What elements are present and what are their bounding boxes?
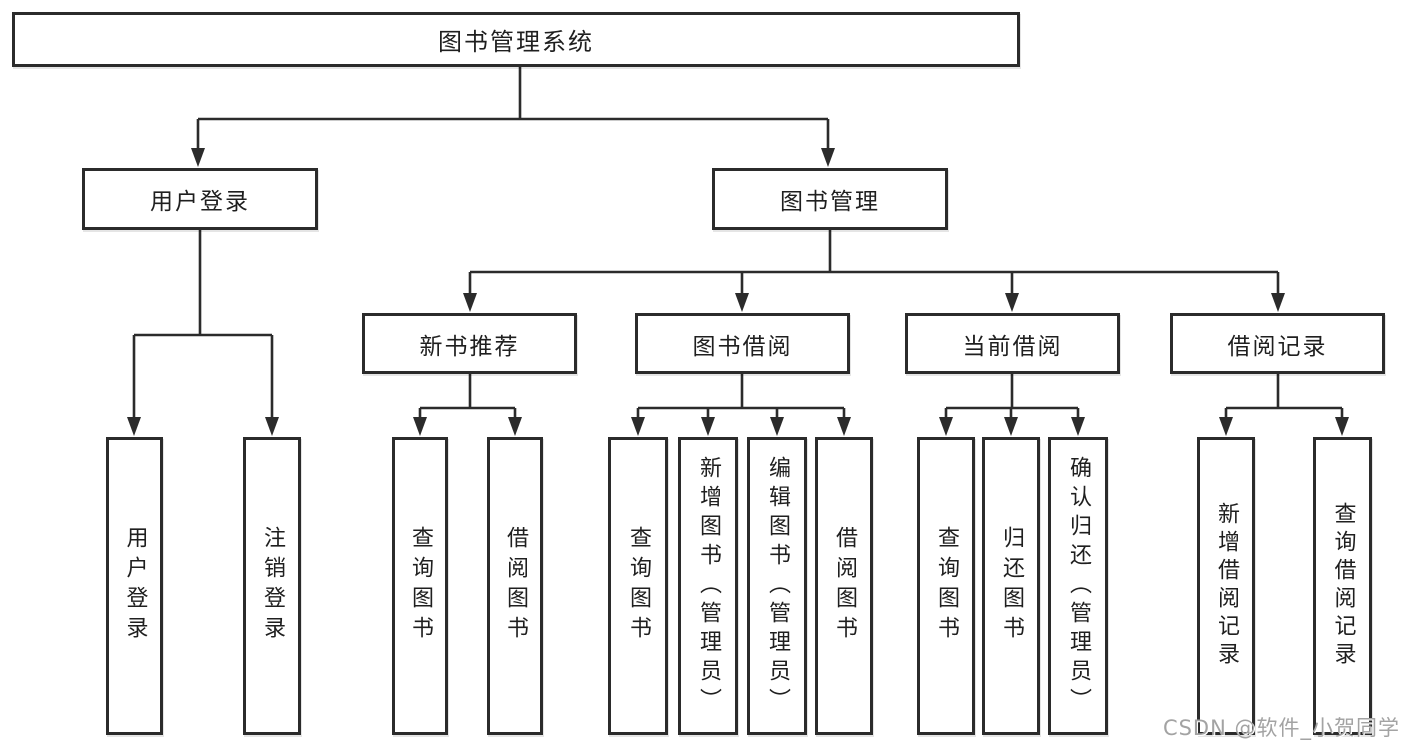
node-label: 编辑图书（管理员）	[765, 455, 790, 717]
node-label: 新书推荐	[419, 333, 520, 360]
node-book-borrow: 图书借阅	[635, 313, 850, 374]
node-label: 查询图书	[408, 526, 433, 646]
leaf-records-add-record: 新增借阅记录	[1197, 437, 1255, 735]
node-label: 图书借阅	[692, 333, 793, 360]
node-label: 图书管理系统	[438, 28, 594, 56]
leaf-logout: 注销登录	[243, 437, 301, 735]
node-label: 用户登录	[150, 189, 250, 215]
node-label: 查询图书	[934, 526, 959, 646]
node-user-login: 用户登录	[82, 168, 318, 230]
node-label: 注销登录	[260, 526, 285, 646]
node-label: 新增图书（管理员）	[696, 455, 721, 717]
node-label: 归还图书	[999, 526, 1024, 646]
node-label: 查询借阅记录	[1330, 502, 1356, 670]
node-borrow-records: 借阅记录	[1170, 313, 1385, 374]
node-new-book-recommend: 新书推荐	[362, 313, 577, 374]
node-label: 确认归还（管理员）	[1066, 455, 1091, 717]
node-label: 用户登录	[122, 526, 148, 646]
leaf-current-return-books: 归还图书	[982, 437, 1040, 735]
node-label: 借阅记录	[1227, 333, 1328, 360]
node-library-management-system: 图书管理系统	[12, 12, 1020, 67]
leaf-borrow-borrow-books: 借阅图书	[815, 437, 873, 735]
node-label: 图书管理	[780, 189, 880, 215]
node-label: 新增借阅记录	[1214, 502, 1239, 670]
leaf-current-query-books: 查询图书	[917, 437, 975, 735]
leaf-borrow-edit-books-admin: 编辑图书（管理员）	[747, 437, 807, 735]
arrowheads	[127, 148, 1349, 436]
node-label: 借阅图书	[832, 526, 857, 646]
node-label: 查询图书	[626, 526, 651, 646]
node-current-borrow: 当前借阅	[905, 313, 1120, 374]
leaf-user-login: 用户登录	[106, 437, 163, 735]
leaf-current-confirm-return-admin: 确认归还（管理员）	[1048, 437, 1108, 735]
leaf-borrow-query-books: 查询图书	[608, 437, 668, 735]
watermark: CSDN @软件_小贺同学	[1162, 716, 1400, 740]
leaf-recommend-query-books: 查询图书	[392, 437, 448, 735]
node-label: 借阅图书	[503, 526, 528, 646]
leaf-records-query-record: 查询借阅记录	[1313, 437, 1372, 735]
node-label: 当前借阅	[962, 333, 1063, 360]
leaf-borrow-add-books-admin: 新增图书（管理员）	[678, 437, 738, 735]
leaf-recommend-borrow-books: 借阅图书	[487, 437, 543, 735]
node-book-management: 图书管理	[712, 168, 948, 230]
